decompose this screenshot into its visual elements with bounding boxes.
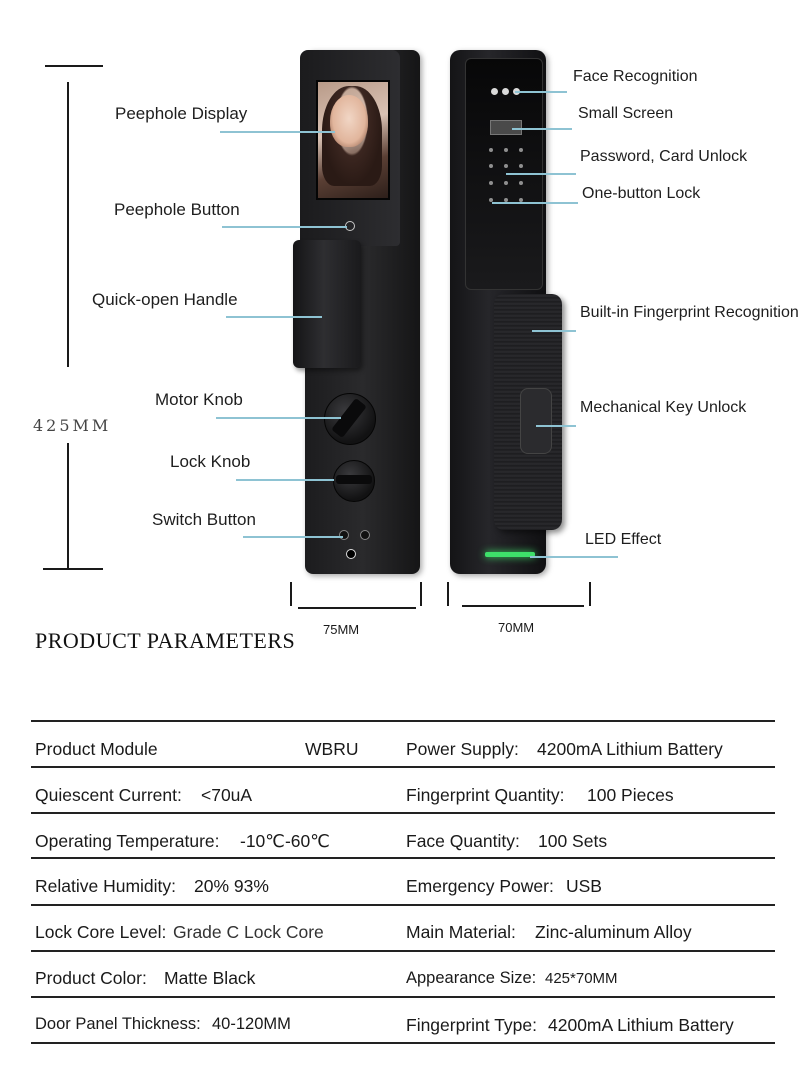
right-width-tick-r [589,582,591,606]
left-width-tick-r [420,582,422,606]
param-left-value: 20% 93% [194,876,269,896]
callout-quick-open-handle: Quick-open Handle [92,290,238,309]
keypad-dot [519,148,523,152]
small-screen-part [490,120,522,135]
right-width-line [462,605,584,607]
right-width-label: 70MM [498,620,535,635]
leader-built-in-fingerprint [532,330,576,332]
right-width-tick-l [447,582,449,606]
param-right-value: USB [566,876,602,896]
param-right-value: 4200mA Lithium Battery [548,1015,734,1035]
keypad-dot [489,181,493,185]
callout-one-button-lock: One-button Lock [582,185,701,202]
leader-one-button-lock [492,202,578,204]
callout-motor-knob: Motor Knob [155,390,243,409]
callout-lock-knob: Lock Knob [170,452,251,471]
keypad-dot [489,198,493,202]
keypad-dot [504,181,508,185]
param-left-key: Relative Humidity: [35,876,177,896]
param-right-value: 4200mA Lithium Battery [537,739,723,759]
keypad-dot [504,148,508,152]
param-right-key: Emergency Power: [406,876,554,896]
quick-open-handle-part [293,240,361,368]
keypad-dot [489,148,493,152]
leader-lock-knob [236,479,334,481]
param-right-value: 100 Pieces [587,785,674,805]
leader-face-recognition [515,91,567,93]
switch-button-hole [339,530,349,540]
keypad-dot [504,198,508,202]
leader-password-card-unlock [506,173,576,175]
callout-peephole-button: Peephole Button [114,200,240,219]
callout-switch-button: Switch Button [152,510,256,529]
param-right-key: Appearance Size: [406,969,537,987]
table-row-rule [31,950,775,952]
param-left-value: 40-120MM [212,1015,291,1033]
table-row-rule [31,857,775,859]
leader-peephole-display [220,131,335,133]
led-strip [485,552,535,557]
leader-mechanical-key-unlock [536,425,576,427]
param-left-value: WBRU [305,739,359,759]
param-right-key: Main Material: [406,922,516,942]
keypad-dot [519,181,523,185]
lock-knob-bar [336,475,372,484]
param-left-key: Lock Core Level: [35,922,167,942]
callout-peephole-display: Peephole Display [115,104,248,123]
callout-mechanical-key-unlock: Mechanical Key Unlock [580,399,747,416]
face-camera-dot-1 [491,88,498,95]
param-right-key: Power Supply: [406,739,519,759]
section-title: PRODUCT PARAMETERS [35,628,296,653]
param-left-value: <70uA [201,785,253,805]
param-right-value: 100 Sets [538,831,608,851]
table-row-rule [31,996,775,998]
param-left-key: Product Color: [35,968,147,988]
callout-face-recognition: Face Recognition [573,68,698,85]
param-left-key: Quiescent Current: [35,785,182,805]
param-left-key: Door Panel Thickness: [35,1015,201,1033]
keypad-dot [489,164,493,168]
callout-password-card-unlock: Password, Card Unlock [580,148,748,165]
param-right-key: Fingerprint Type: [406,1015,537,1035]
keypad-dot [504,164,508,168]
param-right-value: 425*70MM [545,970,618,987]
param-left-value: -10℃-60℃ [240,831,330,851]
switch-button-hole-2 [360,530,370,540]
leader-led-effect [530,556,618,558]
leader-small-screen [512,128,572,130]
height-dimension-label: 425MM [33,416,112,435]
keypad-dot [519,164,523,168]
height-dimension-bottom-tick [43,568,103,570]
table-row-rule [31,904,775,906]
leader-switch-button [243,536,343,538]
keypad-dot [519,198,523,202]
height-dimension-line-upper [67,82,69,367]
table-rule-top [31,720,775,722]
left-width-line [298,607,416,609]
table-rule-bottom [31,1042,775,1044]
param-left-key: Operating Temperature: [35,831,220,851]
param-left-key: Product Module [35,739,158,759]
callout-led-effect: LED Effect [585,531,662,548]
left-width-tick-l [290,582,292,606]
param-right-key: Fingerprint Quantity: [406,785,565,805]
display-portrait-face [330,95,368,147]
leader-motor-knob [216,417,341,419]
table-row-rule [31,812,775,814]
param-left-value: Grade C Lock Core [173,922,324,942]
callout-built-in-fingerprint: Built-in Fingerprint Recognition [580,304,799,321]
callout-small-screen: Small Screen [578,105,674,122]
param-right-key: Face Quantity: [406,831,520,851]
left-width-label: 75MM [323,622,360,637]
mechanical-key-cover [520,388,552,454]
height-dimension-line-lower [67,443,69,568]
leader-quick-open-handle [226,316,322,318]
face-camera-dot-2 [502,88,509,95]
param-right-value: Zinc-aluminum Alloy [535,922,692,942]
param-left-value: Matte Black [164,968,256,988]
table-row-rule [31,766,775,768]
height-dimension-top-tick [45,65,103,67]
leader-peephole-button [222,226,347,228]
usb-port-hole [346,549,356,559]
